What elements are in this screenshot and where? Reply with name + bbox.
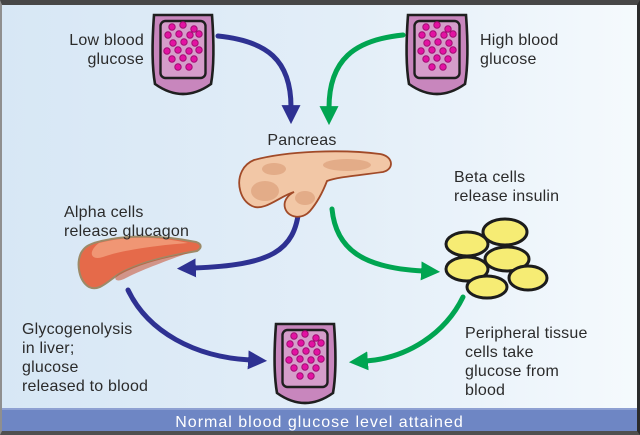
pancreas-label: Pancreas [267, 132, 337, 149]
low-blood-glucose-label: Low blood glucose [69, 32, 144, 68]
arrow-pancreas-to-beta-cells [329, 206, 441, 281]
glycogenolysis-label: Glycogenolysis in liver; glucose release… [22, 321, 149, 395]
arrow-high-to-pancreas [319, 32, 406, 126]
beta-cells-illustration [444, 217, 549, 300]
banner-text: Normal blood glucose level attained [175, 414, 464, 431]
arrow-beta-cells-to-blood [348, 294, 466, 371]
high-blood-glucose-label: High blood glucose [480, 32, 559, 68]
blood-vessel-high-icon [405, 13, 469, 96]
diagram-canvas [77, 13, 549, 405]
status-banner: Normal blood glucose level attained [2, 408, 637, 431]
arrow-liver-to-blood [125, 287, 268, 370]
pancreas-illustration [238, 150, 392, 218]
blood-vessel-normal-icon [273, 322, 337, 405]
liver-illustration [77, 235, 202, 290]
arrow-pancreas-to-liver [176, 205, 302, 278]
arrow-low-to-pancreas [215, 33, 301, 125]
beta-cells-label: Beta cells release insulin [454, 169, 560, 205]
alpha-cells-label: Alpha cells release glucagon [64, 204, 190, 240]
peripheral-tissue-label: Peripheral tissue cells take glucose fro… [465, 325, 588, 399]
blood-vessel-low-icon [151, 13, 215, 96]
